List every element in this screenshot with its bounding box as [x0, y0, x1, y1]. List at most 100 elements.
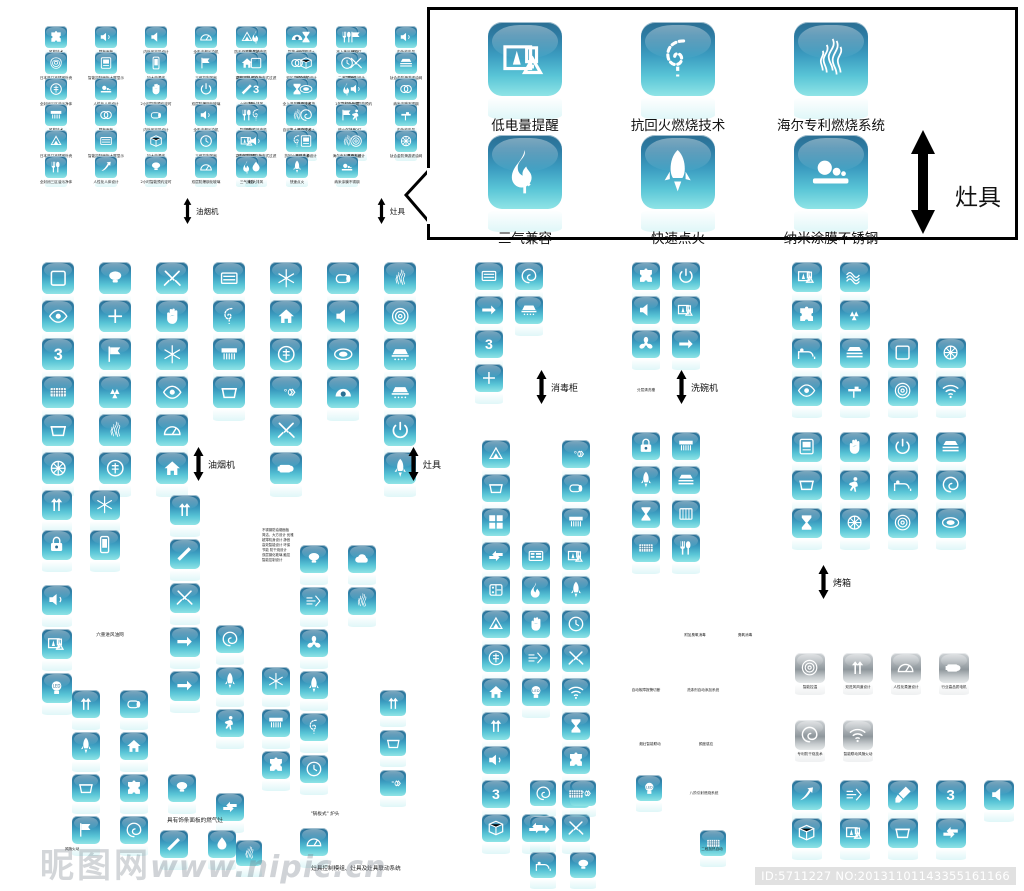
dishwasher-icon-tile[interactable]: [632, 330, 660, 358]
oven-icon-tile[interactable]: [792, 338, 822, 368]
oven-icon-tile[interactable]: [840, 338, 870, 368]
bl-block-f[interactable]: [216, 625, 244, 653]
top-cluster-icon[interactable]: [286, 26, 308, 48]
bl-block-a[interactable]: [42, 490, 72, 520]
middle-icon-tile[interactable]: [482, 474, 510, 502]
oven-icon-tile-b[interactable]: [936, 376, 966, 406]
callout-rocket-ignition-icon[interactable]: [641, 135, 715, 209]
right-lower-tile[interactable]: [888, 432, 918, 462]
top-cluster-icon[interactable]: [336, 104, 358, 126]
hood-icon-tile[interactable]: [213, 300, 245, 332]
dishwasher-icon-tile[interactable]: [632, 296, 660, 324]
hood-icon-tile[interactable]: [156, 452, 188, 484]
oven-icon-tile[interactable]: [792, 262, 822, 292]
top-grid-icon[interactable]: [295, 104, 317, 126]
right-bottom-tile[interactable]: [840, 818, 870, 848]
thermostat-icon[interactable]: [795, 653, 825, 683]
middle-right-tile[interactable]: [672, 466, 700, 494]
premium-motor-icon[interactable]: [939, 653, 969, 683]
bl-block-e[interactable]: [300, 587, 328, 615]
bl-block-d[interactable]: [72, 816, 100, 844]
stove-icon-tile[interactable]: [384, 452, 416, 484]
bl-block-g[interactable]: [380, 730, 406, 756]
hood-icon-tile[interactable]: [156, 262, 188, 294]
top-grid-icon[interactable]: [195, 78, 217, 100]
bl-block-e[interactable]: [300, 713, 328, 741]
bl-block-b[interactable]: LED: [42, 673, 72, 703]
hood-icon-tile-2[interactable]: [270, 262, 302, 294]
oven-icon-tile[interactable]: [840, 262, 870, 292]
top-grid-icon[interactable]: [345, 78, 367, 100]
hood-icon-tile-2[interactable]: [327, 300, 359, 332]
soft-speed-icon[interactable]: [891, 653, 921, 683]
bl-block-d[interactable]: [120, 732, 148, 760]
bl-block-c[interactable]: [170, 627, 200, 657]
bl-block-f[interactable]: [262, 667, 290, 695]
top-grid-icon[interactable]: [95, 104, 117, 126]
top-cluster-icon[interactable]: [236, 52, 258, 74]
mid-bottom-tile[interactable]: °C: [570, 780, 596, 806]
oven-icon-tile-b[interactable]: [888, 338, 918, 368]
bl-block-b[interactable]: [42, 629, 72, 659]
middle-icon-tile[interactable]: [522, 610, 550, 638]
hood-icon-tile-2[interactable]: [270, 300, 302, 332]
top-grid-icon[interactable]: [95, 156, 117, 178]
bl-block-g[interactable]: °C: [380, 770, 406, 796]
hood-icon-tile[interactable]: [99, 452, 131, 484]
right-bottom-tile[interactable]: [888, 780, 918, 810]
right-lower-tile[interactable]: [840, 508, 870, 538]
top-grid-icon[interactable]: [95, 78, 117, 100]
middle-icon-tile[interactable]: [482, 644, 510, 672]
middle-icon-tile[interactable]: [522, 576, 550, 604]
middle-icon-tile[interactable]: [562, 508, 590, 536]
right-lower-tile[interactable]: [840, 470, 870, 500]
bl-block-f[interactable]: [216, 709, 244, 737]
right-bottom-tile[interactable]: [792, 818, 822, 848]
middle-icon-tile[interactable]: [482, 712, 510, 740]
bl-block-d[interactable]: [72, 690, 100, 718]
bl-block-a[interactable]: [42, 530, 72, 560]
hood-icon-tile-2[interactable]: °C: [270, 376, 302, 408]
hood-icon-tile[interactable]: [213, 262, 245, 294]
stove-icon-tile[interactable]: [384, 262, 416, 294]
oven-icon-tile-b[interactable]: [888, 376, 918, 406]
mid-bottom-tile[interactable]: [570, 852, 596, 878]
hood-icon-tile-2[interactable]: [327, 338, 359, 370]
top-cluster-icon[interactable]: [286, 104, 308, 126]
top-grid-icon[interactable]: [195, 156, 217, 178]
middle-icon-tile[interactable]: LED: [522, 678, 550, 706]
top-cluster-icon[interactable]: [286, 52, 308, 74]
anti-dryburn-icon[interactable]: [795, 720, 825, 750]
top-grid-icon[interactable]: [395, 26, 417, 48]
disinfect-icon-tile[interactable]: [515, 296, 543, 324]
dual-intake-icon[interactable]: [843, 653, 873, 683]
hood-icon-tile[interactable]: [213, 338, 245, 370]
hood-icon-tile[interactable]: [42, 300, 74, 332]
top-cluster-icon[interactable]: [336, 78, 358, 100]
bl-block-b[interactable]: [42, 585, 72, 615]
top-cluster-icon[interactable]: [336, 130, 358, 152]
right-lower-tile[interactable]: [936, 470, 966, 500]
bl-block-d[interactable]: [72, 732, 100, 760]
stove-icon-tile[interactable]: [384, 300, 416, 332]
hood-icon-tile[interactable]: [99, 262, 131, 294]
top-grid-icon[interactable]: [395, 104, 417, 126]
hood-icon-tile[interactable]: [99, 300, 131, 332]
right-bottom-tile[interactable]: [792, 780, 822, 810]
middle-icon-tile[interactable]: [482, 576, 510, 604]
top-grid-icon[interactable]: [345, 104, 367, 126]
oven-icon-tile[interactable]: [792, 300, 822, 330]
middle-icon-tile[interactable]: [482, 746, 510, 774]
bl-block-f[interactable]: [216, 793, 244, 821]
top-grid-icon[interactable]: [345, 52, 367, 74]
middle-right-tile[interactable]: [632, 466, 660, 494]
bl-block-j[interactable]: [236, 840, 262, 866]
bl-block-d[interactable]: [120, 774, 148, 802]
hood-icon-tile[interactable]: [99, 414, 131, 446]
middle-icon-tile[interactable]: [482, 678, 510, 706]
bl-block-e[interactable]: [300, 671, 328, 699]
hood-icon-tile-2[interactable]: [270, 414, 302, 446]
wind-follows-fire-icon[interactable]: [843, 720, 873, 750]
middle-right-tile[interactable]: [632, 534, 660, 562]
bl-block-c[interactable]: [170, 583, 200, 613]
